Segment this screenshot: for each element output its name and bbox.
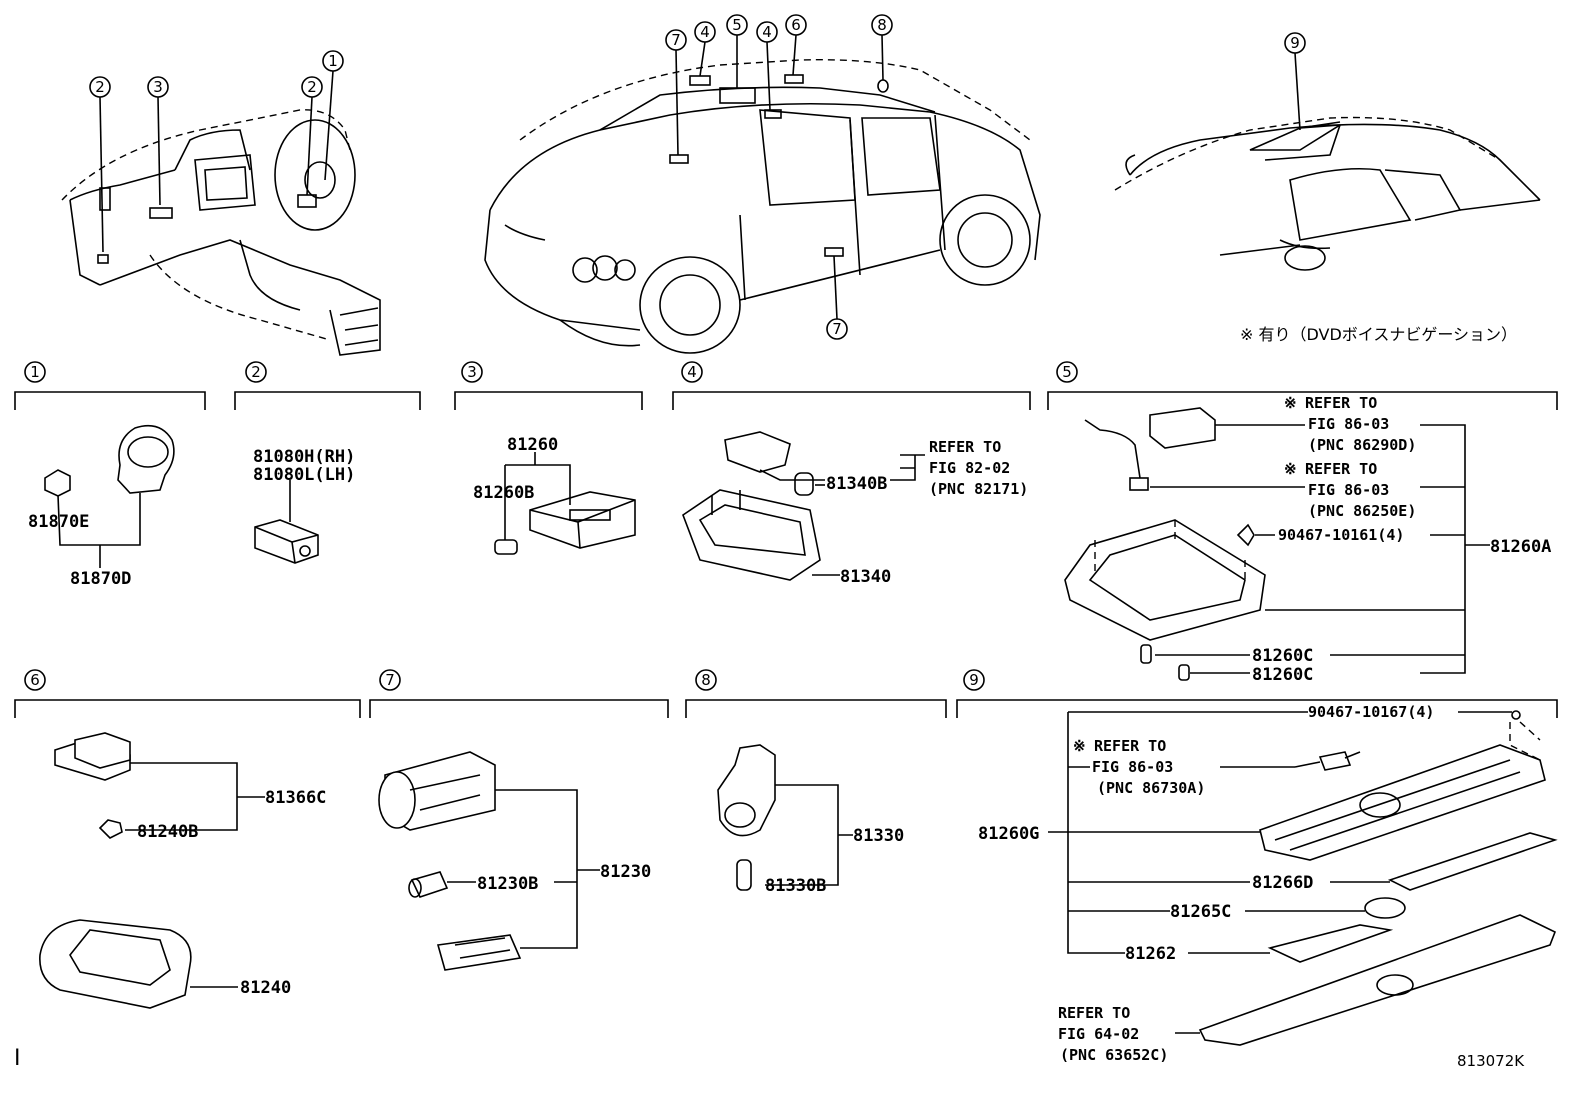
ref-mark: ※ [1284,460,1297,478]
part-label: 81230 [600,862,651,882]
part-label: 81080H(RH) [253,447,355,467]
section-3: 81260 81260B [473,435,636,555]
section-num: 7 [385,671,395,689]
part-label: 81240B [137,822,198,842]
part-label: 81080L(LH) [253,465,355,485]
part-label: 81260A [1490,537,1551,557]
part-label: 81260C [1252,646,1313,666]
callout-num: 8 [877,16,887,34]
section-5: ※ REFER TO FIG 86-03 (PNC 86290D) ※ REFE… [1064,394,1551,685]
part-label: 81260 [507,435,558,455]
part-label: 81230B [477,874,538,894]
callout-num: 7 [671,31,681,49]
ref-label: FIG 86-03 [1308,415,1389,433]
callout-num: 7 [832,320,842,338]
ref-label: (PNC 86730A) [1097,779,1205,797]
roof-illustration [1114,116,1541,271]
ref-label: FIG 64-02 [1058,1025,1139,1043]
part-label: 81330B [765,876,826,896]
section-num: 5 [1062,363,1072,381]
part-label: 81870D [70,569,131,589]
part-label: 81265C [1170,902,1231,922]
ref-label: REFER TO [1058,1004,1130,1022]
part-label: 81366C [265,788,326,808]
part-label: 81260C [1252,665,1313,685]
part-label: 81262 [1125,944,1176,964]
section-num: 3 [467,363,477,381]
option-note: ※ 有り（DVDボイスナビゲーション） [1240,325,1517,344]
corner-mark: I [14,1046,21,1071]
part-label: 90467-10167(4) [1308,703,1434,721]
section-num: 8 [701,671,711,689]
section-num: 6 [30,671,40,689]
part-label: 81266D [1252,873,1313,893]
section-num: 4 [687,363,697,381]
part-label: 81340 [840,567,891,587]
part-label: 81260B [473,483,534,503]
part-label: 81340B [826,474,887,494]
section-9: 90467-10167(4) ※ REFER TO FIG 86-03 (PNC… [978,703,1558,1064]
part-label: 81240 [240,978,291,998]
ref-label: REFER TO [1305,394,1377,412]
sedan-illustration [484,59,1041,354]
ref-label: (PNC 82171) [929,480,1028,498]
callout-num: 2 [95,78,105,96]
section-num: 1 [30,363,40,381]
callout-num: 2 [307,78,317,96]
ref-label: FIG 86-03 [1092,758,1173,776]
section-7: 81230 81230B [378,751,651,971]
callout-num: 4 [762,23,772,41]
ref-label: REFER TO [1094,737,1166,755]
ref-mark: ※ [1073,737,1086,755]
callout-num: 3 [153,78,163,96]
part-label: 81330 [853,826,904,846]
section-4: 81340B 81340 REFER TO FIG 82-02 (PNC 821… [682,431,1028,587]
section-2: 81080H(RH) 81080L(LH) [253,447,355,564]
ref-label: FIG 82-02 [929,459,1010,477]
ref-label: (PNC 63652C) [1060,1046,1168,1064]
part-label: 81260G [978,824,1039,844]
ref-mark: ※ [1284,394,1297,412]
section-brackets: 1 2 3 4 5 6 7 8 9 [14,361,1558,718]
callout-num: 4 [700,23,710,41]
part-label: 90467-10161(4) [1278,526,1404,544]
section-num: 9 [969,671,979,689]
ref-label: (PNC 86250E) [1308,502,1416,520]
figure-id: 813072K [1457,1052,1525,1070]
part-label: 81870E [28,512,89,532]
section-num: 2 [251,363,261,381]
ref-label: (PNC 86290D) [1308,436,1416,454]
section-8: 81330 81330B [717,744,904,896]
ref-label: REFER TO [1305,460,1377,478]
section-6: 81366C 81240B 81240 [39,732,326,1009]
dashboard-illustration [61,109,381,356]
callout-num: 6 [791,16,801,34]
ref-label: FIG 86-03 [1308,481,1389,499]
callout-num: 9 [1290,34,1300,52]
section-1: 81870E 81870D [28,424,175,589]
callout-num: 5 [732,16,742,34]
callout-num: 1 [328,52,338,70]
overview-callouts: 2 3 2 1 7 4 5 4 6 8 7 9 [89,14,1306,340]
ref-label: REFER TO [929,438,1001,456]
